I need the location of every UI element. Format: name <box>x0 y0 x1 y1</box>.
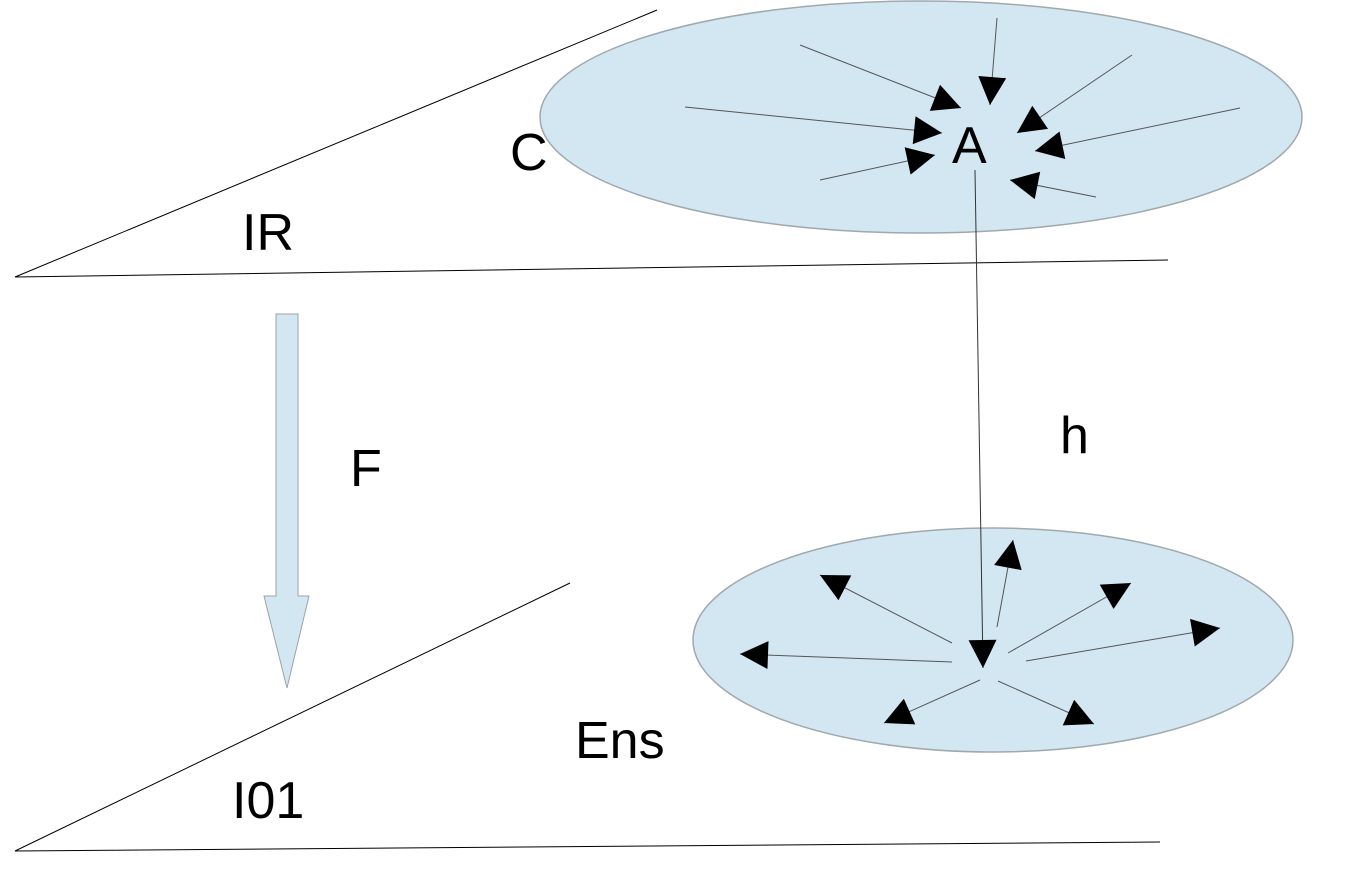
converging-arrow <box>1034 107 1241 159</box>
converging-arrow <box>799 44 962 111</box>
diverging-arrow <box>994 539 1022 628</box>
converging-arrows <box>684 17 1241 200</box>
diverging-arrows <box>739 539 1221 726</box>
converging-arrow <box>684 106 943 145</box>
vertical-map-line <box>968 169 997 669</box>
map-arrow-shape <box>263 313 310 689</box>
diverging-arrow <box>819 574 953 644</box>
converging-arrow <box>819 147 936 181</box>
upper-point-label: A <box>952 117 987 175</box>
diverging-arrow <box>1007 582 1132 654</box>
upper-plane-label: IR <box>242 204 294 262</box>
diverging-arrow <box>883 679 981 725</box>
diverging-arrow <box>997 680 1095 726</box>
vertical-map-label: h <box>1060 407 1089 465</box>
lower-plane-label: I01 <box>232 772 304 830</box>
converging-arrow <box>978 17 1007 106</box>
diverging-arrow <box>1025 618 1221 662</box>
upper-plane <box>14 9 1169 278</box>
converging-arrow <box>1016 54 1133 134</box>
upper-region-ellipse <box>539 0 1303 234</box>
upper-region-label: C <box>510 124 548 182</box>
lower-plane <box>14 582 1161 852</box>
lower-region-label: Ens <box>575 712 665 770</box>
diverging-arrow <box>739 641 953 670</box>
lower-region-ellipse <box>692 527 1294 753</box>
converging-arrow <box>1009 171 1097 200</box>
map-arrow-label: F <box>350 440 382 498</box>
